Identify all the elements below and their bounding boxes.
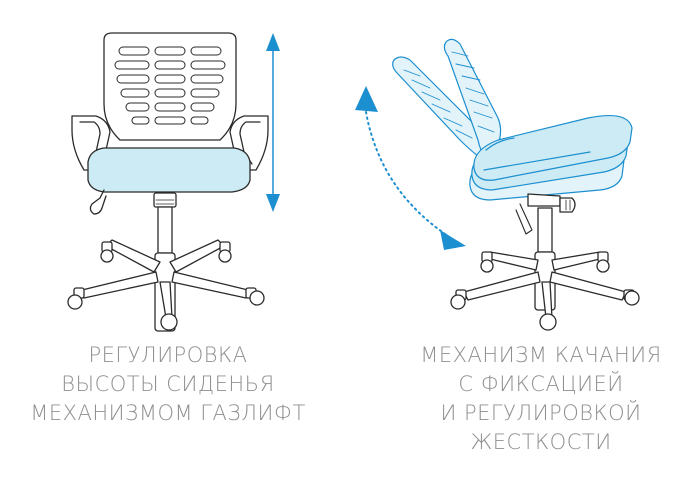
curved-dotted-arrow-icon bbox=[355, 86, 466, 250]
caption-line: С ФИКСАЦИЕЙ bbox=[458, 372, 624, 396]
chair-base-side bbox=[450, 251, 640, 331]
chair-base bbox=[67, 239, 265, 331]
backrest-tilt-positions bbox=[392, 38, 502, 161]
office-chair-side-view bbox=[392, 38, 640, 331]
office-chair-front-view bbox=[67, 32, 269, 332]
caption-line: РЕГУЛИРОВКА bbox=[88, 343, 248, 367]
caption-tilt-mechanism: МЕХАНИЗМ КАЧАНИЯ С ФИКСАЦИЕЙ И РЕГУЛИРОВ… bbox=[392, 341, 690, 457]
gas-lift-cylinder bbox=[157, 206, 173, 254]
seat-tilt-positions bbox=[469, 115, 633, 201]
caption-line: МЕХАНИЗМОМ ГАЗЛИФТ bbox=[30, 401, 306, 425]
caption-line: ВЫСОТЫ СИДЕНЬЯ bbox=[61, 372, 275, 396]
caption-line: МЕХАНИЗМ КАЧАНИЯ bbox=[420, 343, 662, 367]
caption-line: ЖЕСТКОСТИ bbox=[470, 430, 612, 454]
gas-lever bbox=[89, 189, 107, 215]
vertical-double-arrow-icon bbox=[266, 33, 280, 212]
chair-seat bbox=[87, 147, 251, 193]
chair-backrest bbox=[103, 32, 237, 141]
tilt-tension-knob bbox=[559, 197, 576, 213]
caption-line: И РЕГУЛИРОВКОЙ bbox=[440, 401, 642, 425]
caption-height-adjustment: РЕГУЛИРОВКА ВЫСОТЫ СИДЕНЬЯ МЕХАНИЗМОМ ГА… bbox=[0, 341, 336, 428]
illustration bbox=[67, 32, 640, 332]
